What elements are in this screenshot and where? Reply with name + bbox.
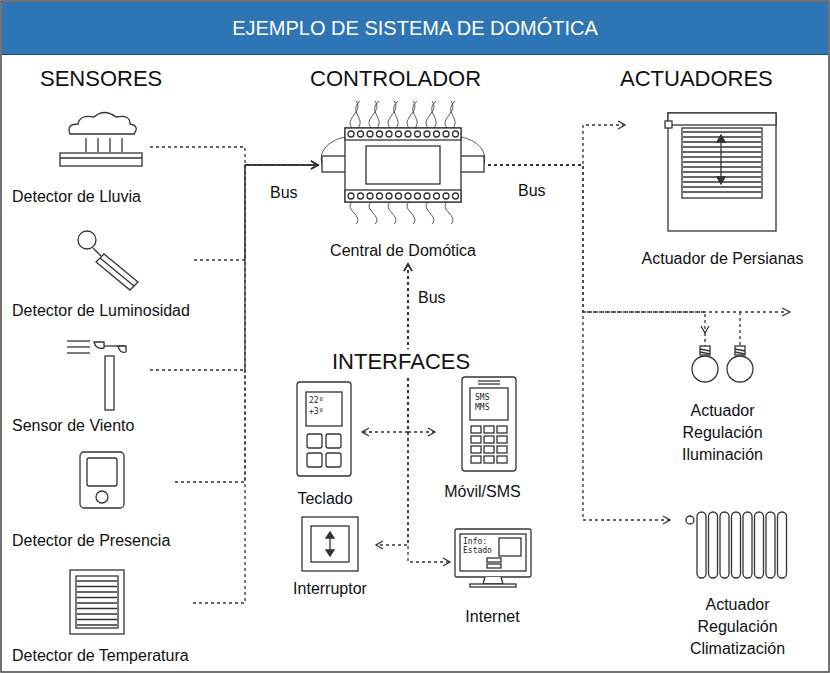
lamp-icons bbox=[583, 308, 790, 382]
column-heading: SENSORES bbox=[38, 66, 164, 92]
device-label: Actuador de Persianas bbox=[642, 248, 804, 270]
bus-connector bbox=[194, 165, 318, 260]
controller-icon bbox=[321, 101, 485, 224]
bus-label: Bus bbox=[516, 181, 548, 201]
computer-icon bbox=[455, 529, 531, 587]
bus-label: Bus bbox=[268, 183, 300, 203]
bus-connector bbox=[488, 165, 670, 520]
light-sensor-icon bbox=[78, 231, 138, 290]
device-node: Detector de Temperatura bbox=[10, 568, 193, 669]
bus-label: Bus bbox=[416, 288, 448, 308]
device-label: Internet bbox=[465, 606, 519, 628]
screen-text: Info: bbox=[463, 537, 487, 546]
bus-connector bbox=[408, 264, 450, 562]
column-heading: CONTROLADOR bbox=[308, 66, 483, 92]
bus-connector bbox=[150, 147, 318, 165]
bus-connector bbox=[376, 264, 408, 545]
bus-connector bbox=[175, 165, 318, 482]
radiator-icon bbox=[686, 512, 787, 578]
title-band: EJEMPLO DE SISTEMA DE DOMÓTICA bbox=[2, 2, 828, 55]
screen-text: SMS bbox=[475, 393, 489, 402]
device-label: Central de Domótica bbox=[330, 240, 476, 262]
device-node: Teclado bbox=[288, 380, 362, 512]
device-node: Detector de Luminosidad bbox=[10, 228, 194, 324]
temperature-sensor-icon bbox=[70, 570, 124, 634]
device-label: Móvil/SMS bbox=[444, 481, 520, 503]
device-label: Detector de Luminosidad bbox=[12, 300, 190, 322]
device-label: Sensor de Viento bbox=[12, 415, 134, 437]
screen-text: 22º bbox=[309, 396, 323, 405]
device-node: Detector de Presencia bbox=[10, 450, 175, 554]
device-label: Interruptor bbox=[293, 578, 367, 600]
device-node: Actuador Regulación Climatización bbox=[670, 505, 805, 662]
bus-connector bbox=[488, 125, 625, 165]
blind-icon bbox=[665, 113, 776, 231]
device-node: Interruptor bbox=[284, 514, 376, 602]
device-node: Internet bbox=[450, 525, 535, 630]
bus-connector bbox=[150, 165, 318, 370]
bus-connector bbox=[362, 264, 408, 432]
phone-icon bbox=[462, 377, 516, 471]
column-heading: ACTUADORES bbox=[618, 66, 775, 92]
screen-text: +3º bbox=[309, 407, 323, 416]
device-label: Detector de Presencia bbox=[12, 530, 170, 552]
bus-connector bbox=[193, 165, 318, 603]
device-label: Detector de Temperatura bbox=[12, 645, 189, 667]
wind-sensor-icon bbox=[67, 341, 126, 410]
bus-connector bbox=[488, 165, 705, 333]
keypad-icon bbox=[297, 382, 351, 476]
device-label: Detector de Lluvia bbox=[12, 186, 141, 208]
screen-text: Estado bbox=[463, 546, 492, 555]
device-node: Detector de Lluvia bbox=[10, 115, 150, 210]
switch-icon bbox=[302, 517, 358, 571]
screen-text: MMS bbox=[475, 403, 489, 412]
device-node: Actuador de Persianas bbox=[625, 110, 820, 272]
rain-icon bbox=[60, 113, 142, 167]
device-label: Actuador Regulación Climatización bbox=[682, 594, 794, 660]
section-heading: INTERFACES bbox=[330, 349, 472, 375]
device-node: Central de Domótica bbox=[318, 96, 488, 264]
device-node: Sensor de Viento bbox=[10, 335, 150, 439]
device-label: Teclado bbox=[297, 488, 352, 510]
device-label: Actuador Regulación Iluminación bbox=[667, 400, 779, 466]
presence-sensor-icon bbox=[80, 452, 124, 508]
device-node: Actuador Regulación Iluminación bbox=[655, 333, 790, 468]
